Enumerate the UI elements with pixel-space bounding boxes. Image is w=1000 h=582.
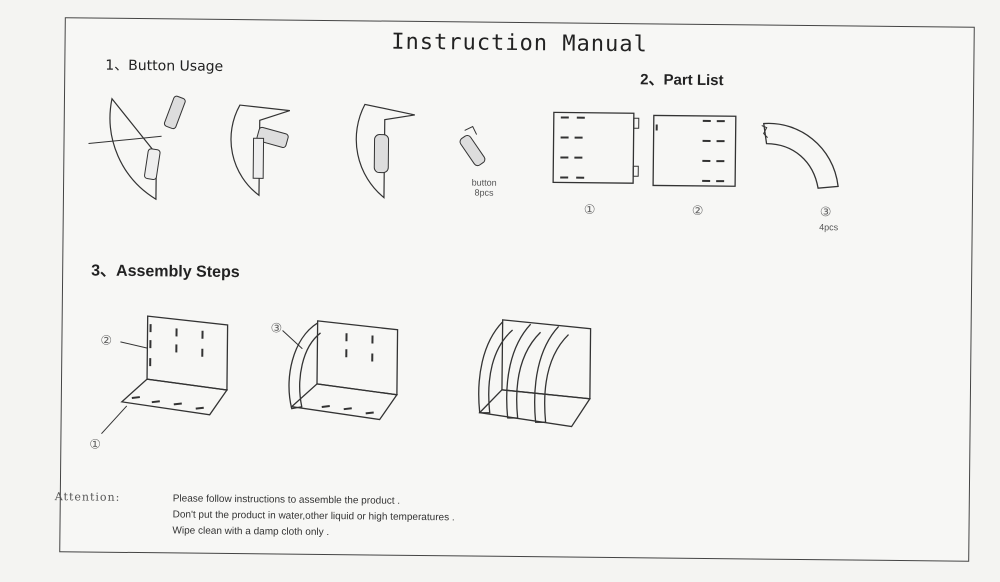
button-usage-figure-3 <box>355 103 415 199</box>
assembly-step-2-marker: ③ <box>270 320 283 336</box>
part-3-marker: ③ <box>819 204 832 220</box>
attention-label: Attention: <box>54 490 121 504</box>
part-2-panel <box>652 114 737 187</box>
attention-line-2: Don't put the product in water,other liq… <box>172 509 455 524</box>
part-1-marker: ① <box>583 201 596 217</box>
assembly-step-1 <box>101 315 229 434</box>
part-3-arc <box>761 122 839 189</box>
part-3-qty: 4pcs <box>819 222 839 233</box>
button-icon <box>459 125 486 167</box>
assembly-step-3 <box>478 319 592 428</box>
attention-line-3: Wipe clean with a damp cloth only . <box>172 525 330 539</box>
section-part-list: 2、Part List <box>640 71 724 90</box>
attention-line-1: Please follow instructions to assemble t… <box>172 493 401 507</box>
button-label: button 8pcs <box>471 177 497 198</box>
assembly-step-2 <box>282 320 399 421</box>
section-button-usage: 1、Button Usage <box>105 57 224 75</box>
button-usage-figure-2 <box>230 104 291 197</box>
section-assembly-steps: 3、Assembly Steps <box>91 262 240 282</box>
instruction-sheet: Instruction Manual 1、Button Usage 2、Part… <box>55 17 975 562</box>
part-2-marker: ② <box>691 202 704 218</box>
part-1-panel <box>552 111 640 184</box>
assembly-step-1-marker-bottom: ① <box>89 436 102 452</box>
button-usage-figure-1 <box>88 95 186 201</box>
assembly-step-1-marker-top: ② <box>100 332 113 348</box>
